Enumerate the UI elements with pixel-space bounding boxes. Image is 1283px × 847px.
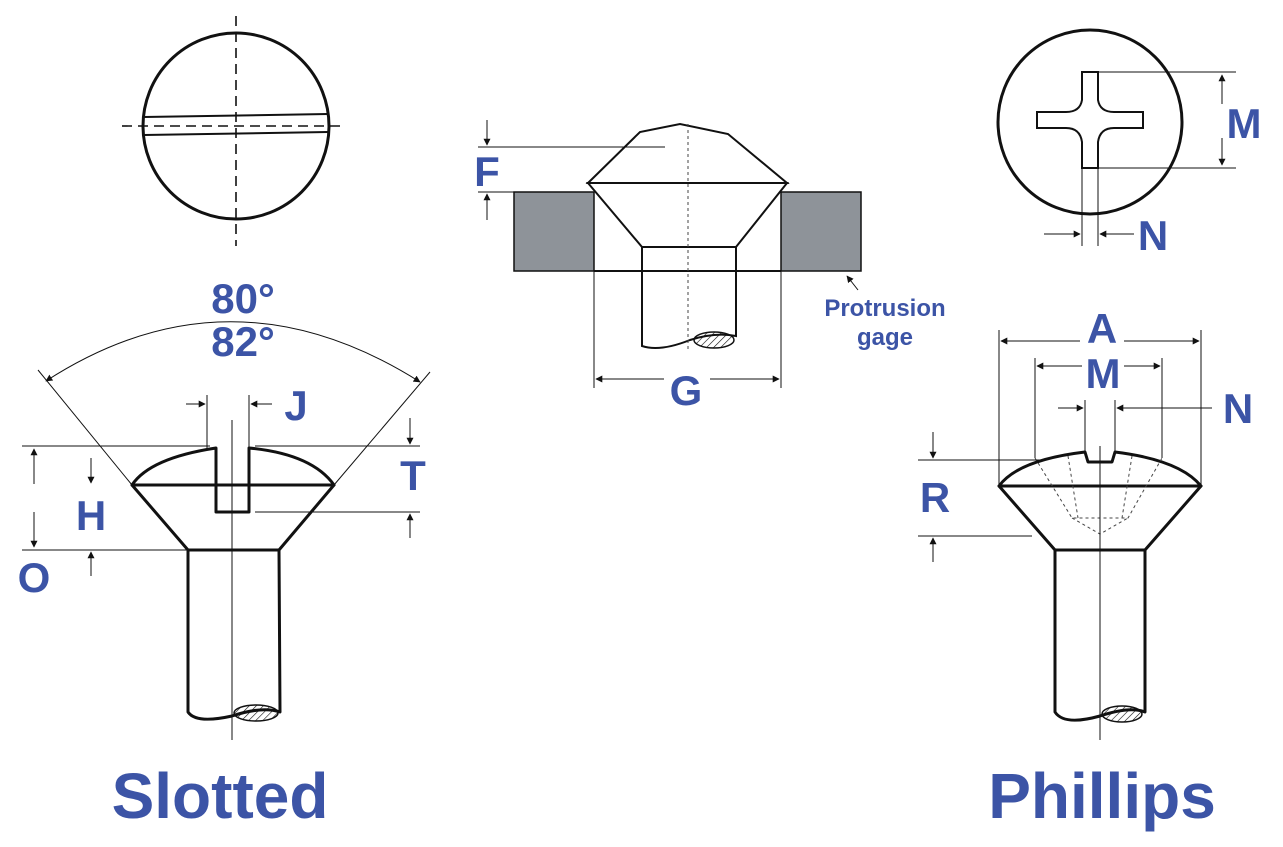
gage-caption-pointer xyxy=(846,275,859,291)
label-n-top: N xyxy=(1138,212,1168,259)
angle-label-80: 80° xyxy=(211,275,275,322)
angle-arc xyxy=(45,321,421,383)
label-j: J xyxy=(284,382,307,429)
phillips-side-view: A M N R Phillips xyxy=(918,305,1253,832)
label-f: F xyxy=(474,148,500,195)
label-r: R xyxy=(920,474,950,521)
slotted-head-dome xyxy=(130,446,336,514)
label-g: G xyxy=(670,367,703,414)
phillips-cross-recess xyxy=(1036,71,1144,169)
label-h: H xyxy=(76,492,106,539)
slotted-head-cone xyxy=(130,483,336,552)
label-t: T xyxy=(400,452,426,499)
phillips-title: Phillips xyxy=(988,760,1216,832)
phillips-top-view: M N xyxy=(996,28,1262,259)
phillips-hidden-recess xyxy=(1034,455,1163,535)
phillips-head-circle xyxy=(996,28,1184,216)
slotted-side-view: 80° 82° J T H O Slotted xyxy=(18,275,431,832)
protrusion-gage-view: F G Protrusion gage xyxy=(474,120,946,414)
angle-label-82: 82° xyxy=(211,318,275,365)
angle-ext-left xyxy=(37,369,133,486)
label-a: A xyxy=(1087,305,1117,352)
angle-ext-right xyxy=(333,371,431,486)
phillips-head-dome xyxy=(997,450,1203,488)
gage-shank-section xyxy=(693,331,735,349)
gage-caption-line2: gage xyxy=(857,324,913,351)
slotted-shank-section xyxy=(233,704,279,722)
label-m-top: M xyxy=(1227,100,1262,147)
gage-block-left xyxy=(513,191,595,272)
slotted-title: Slotted xyxy=(112,760,329,832)
label-m: M xyxy=(1086,350,1121,397)
label-o: O xyxy=(18,554,51,601)
slotted-top-view xyxy=(122,16,346,246)
gage-caption-line1: Protrusion xyxy=(824,295,945,322)
gage-block-right xyxy=(780,191,862,272)
label-n: N xyxy=(1223,385,1253,432)
slotted-shank xyxy=(186,548,282,721)
phillips-shank-section xyxy=(1101,705,1143,723)
